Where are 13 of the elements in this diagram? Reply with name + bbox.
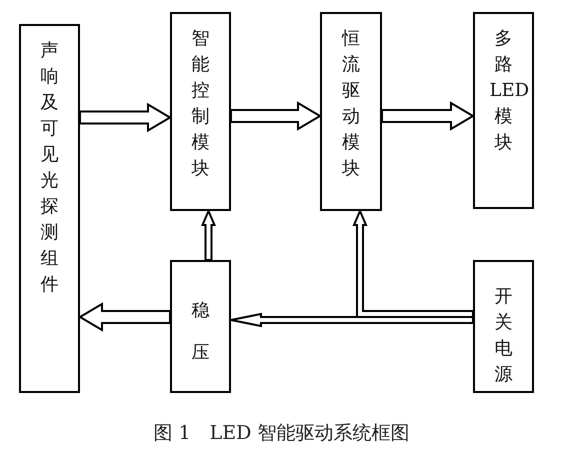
block-arrow: [381, 101, 475, 131]
module-box: 开关电源: [473, 260, 534, 393]
module-box: 声响及可见光探测组件: [19, 24, 80, 393]
module-box: 多路LED模块: [473, 12, 534, 209]
block-arrow: [352, 208, 474, 318]
figure-caption: 图 1 LED 智能驱动系统框图: [152, 421, 410, 446]
module-box: 恒流驱动模块: [320, 12, 382, 211]
module-box: 稳压: [170, 260, 231, 393]
block-arrow: [78, 302, 171, 332]
block-arrow: [79, 102, 172, 132]
block-arrow: [230, 101, 322, 131]
block-arrow: [200, 208, 216, 261]
module-box: 智能控制模块: [170, 12, 231, 211]
